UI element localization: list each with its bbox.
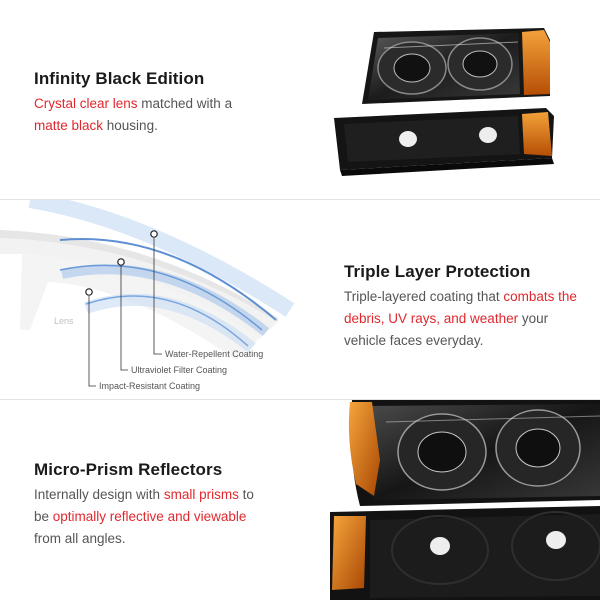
feature-title: Infinity Black Edition [34, 69, 205, 88]
highlight-text: Crystal clear lens [34, 96, 138, 111]
layer-label: Ultraviolet Filter Coating [131, 365, 227, 375]
layer-label: Water-Repellent Coating [165, 349, 263, 359]
description-text: matched with a [137, 96, 233, 111]
marker-dot [85, 288, 93, 296]
highlight-text: optimally reflective and viewable [52, 509, 247, 524]
highlight-text: combats the debris, UV rays, and weather [344, 289, 577, 326]
description-text: to be [34, 487, 254, 524]
description-text: your vehicle faces everyday. [344, 311, 549, 348]
feature-title: Triple Layer Protection [344, 262, 531, 281]
highlight-text: small prisms [163, 487, 239, 502]
feature-infinity-black: Infinity Black Edition Crystal clear len… [0, 0, 600, 200]
description-text: housing. [103, 118, 158, 133]
section-divider [0, 199, 600, 200]
feature-description: Internally design with small prisms to b… [34, 484, 270, 550]
description-text: Internally design with [34, 487, 164, 502]
layer-diagram: Lens Water-Repellent Coating Ultraviolet… [0, 200, 295, 391]
highlight-text: matte black [34, 118, 104, 133]
headlight-closeup-image [330, 400, 600, 600]
marker-dot [150, 230, 158, 238]
feature-description: Triple-layered coating that combats the … [344, 286, 580, 352]
feature-triple-layer: Lens Water-Repellent Coating Ultraviolet… [0, 200, 600, 400]
feature-title: Micro-Prism Reflectors [34, 460, 223, 479]
section-divider [0, 399, 600, 400]
headlight-image [334, 28, 554, 176]
description-text: from all angles. [34, 531, 126, 546]
lens-label: Lens [54, 316, 74, 326]
marker-dot [117, 258, 125, 266]
feature-description: Crystal clear lens matched with a matte … [34, 93, 264, 137]
layer-label: Impact-Resistant Coating [99, 381, 200, 391]
description-text: Triple-layered coating that [344, 289, 504, 304]
feature-micro-prism: Micro-Prism Reflectors Internally design… [0, 400, 600, 600]
